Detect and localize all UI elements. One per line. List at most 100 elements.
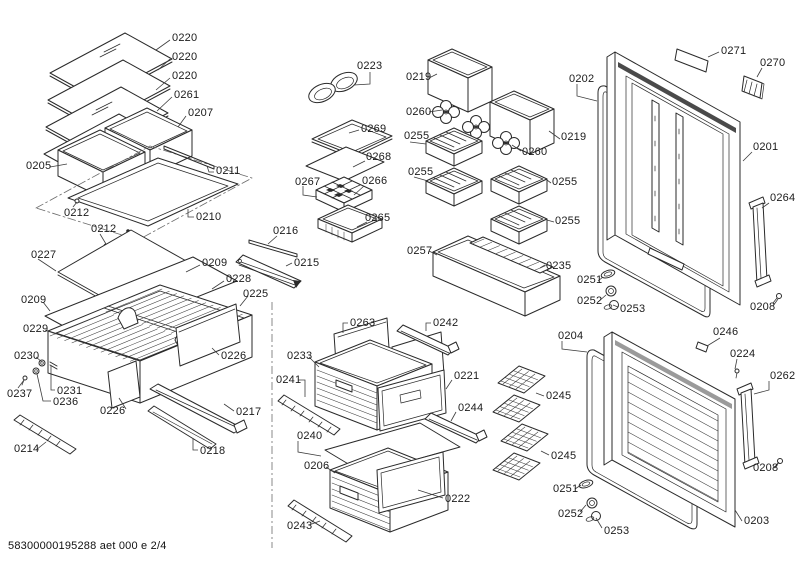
part-label-0245: 0245 xyxy=(546,390,572,402)
leader-line-0243 xyxy=(308,520,321,526)
part-label-0260: 0260 xyxy=(522,146,548,158)
leader-line-0262 xyxy=(753,381,770,395)
part-label-0244: 0244 xyxy=(458,402,484,414)
leader-line-0225 xyxy=(239,295,249,307)
leader-line-0267 xyxy=(302,186,318,198)
part-label-0220: 0220 xyxy=(172,70,198,82)
part-0223-egg-shells xyxy=(308,71,358,104)
part-label-0201: 0201 xyxy=(753,141,779,153)
part-label-0271: 0271 xyxy=(721,45,747,57)
leader-line-0252 xyxy=(579,504,587,513)
part-0253-hinge-lower xyxy=(585,511,601,522)
part-0257-bottom-bin xyxy=(432,235,561,317)
part-label-0269: 0269 xyxy=(361,123,387,135)
part-label-0252: 0252 xyxy=(558,508,584,520)
leader-line-0217 xyxy=(223,403,235,412)
part-label-0202: 0202 xyxy=(569,73,595,85)
leader-line-0244 xyxy=(450,411,457,422)
leader-line-0230 xyxy=(35,356,43,363)
part-0245-trays xyxy=(492,365,549,481)
part-0224-screw xyxy=(734,368,740,379)
leader-line-0255 xyxy=(413,176,429,182)
part-label-0255: 0255 xyxy=(408,166,434,178)
part-0222-drawer-front xyxy=(376,451,446,514)
part-label-0229: 0229 xyxy=(23,323,49,335)
leader-line-0209 xyxy=(185,264,201,273)
part-label-0208: 0208 xyxy=(750,301,776,313)
part-0265-tray xyxy=(317,204,383,243)
leader-line-0229 xyxy=(44,329,57,335)
part-label-0220: 0220 xyxy=(172,51,198,63)
leader-line-0257 xyxy=(428,250,438,256)
part-0264-door-handle xyxy=(748,196,772,288)
part-0237-screw xyxy=(21,375,28,386)
part-label-0260: 0260 xyxy=(406,106,432,118)
section-door-bins xyxy=(425,48,561,317)
part-label-0219: 0219 xyxy=(406,71,432,83)
leader-line-0245 xyxy=(540,450,550,456)
leader-line-0214 xyxy=(35,441,47,451)
leader-line-0240 xyxy=(297,441,322,457)
part-label-0220: 0220 xyxy=(172,32,198,44)
part-label-0251: 0251 xyxy=(577,274,603,286)
leader-line-0203 xyxy=(734,509,743,522)
part-label-0209: 0209 xyxy=(21,294,47,306)
part-0255-bin-2 xyxy=(425,167,483,207)
part-0255-bin-1 xyxy=(425,127,483,167)
section-shelf-stack xyxy=(35,32,253,249)
part-label-0222: 0222 xyxy=(445,493,471,505)
leader-line-0260 xyxy=(511,144,522,152)
part-label-0231: 0231 xyxy=(57,385,83,397)
part-label-0251: 0251 xyxy=(553,483,579,495)
part-label-0212: 0212 xyxy=(91,223,117,235)
part-0226-front-panel-left xyxy=(107,360,141,409)
part-label-0225: 0225 xyxy=(243,288,269,300)
part-0246-cap xyxy=(695,341,709,353)
part-label-0255: 0255 xyxy=(555,215,581,227)
part-0255-bin-3 xyxy=(490,165,548,205)
part-0203-freezer-door xyxy=(603,331,736,528)
leader-line-0252 xyxy=(597,294,607,303)
part-label-0215: 0215 xyxy=(294,257,320,269)
leader-line-0202 xyxy=(576,84,598,102)
part-label-0255: 0255 xyxy=(552,176,578,188)
leader-line-0220 xyxy=(157,58,171,71)
part-label-0217: 0217 xyxy=(236,406,262,418)
part-label-0263: 0263 xyxy=(350,317,376,329)
leader-line-0246 xyxy=(706,337,721,347)
part-label-0236: 0236 xyxy=(53,396,79,408)
part-label-0253: 0253 xyxy=(620,303,646,315)
part-0215-rail xyxy=(235,254,302,289)
leader-line-0253 xyxy=(595,517,603,529)
part-0230-fixing-nuts xyxy=(32,359,46,375)
drawing-number: 58300000195288 aet 000 e 2/4 xyxy=(8,540,167,552)
part-label-0224: 0224 xyxy=(730,348,756,360)
part-0219-bin-b xyxy=(489,90,555,155)
leader-line-0211 xyxy=(206,165,214,173)
part-label-0242: 0242 xyxy=(433,317,459,329)
projection-outline xyxy=(35,145,253,241)
leader-line-0220 xyxy=(155,77,171,91)
part-0251-hinge-cap-upper xyxy=(600,269,616,279)
leader-line-0271 xyxy=(707,51,720,58)
part-label-0212: 0212 xyxy=(64,207,90,219)
leader-line-0219 xyxy=(548,130,561,140)
leader-line-0228 xyxy=(211,280,225,290)
part-label-0228: 0228 xyxy=(226,273,252,285)
leader-line-0218 xyxy=(192,438,198,451)
leader-line-0266 xyxy=(353,185,365,196)
part-label-0227: 0227 xyxy=(31,249,57,261)
part-label-0230: 0230 xyxy=(14,350,40,362)
part-label-0208: 0208 xyxy=(753,462,779,474)
part-0201-fridge-door xyxy=(606,51,741,306)
part-0208-screw-upper xyxy=(772,293,782,304)
leader-line-0242 xyxy=(425,322,431,331)
leader-line-0241 xyxy=(298,379,306,397)
leader-line-0235 xyxy=(539,264,546,269)
part-0262-door-handle xyxy=(736,382,760,470)
leader-line-0255 xyxy=(546,219,555,223)
part-0271-rating-plate xyxy=(674,48,709,73)
leader-line-0237 xyxy=(17,379,25,389)
part-label-0252: 0252 xyxy=(577,295,603,307)
leader-line-0245 xyxy=(535,392,545,397)
